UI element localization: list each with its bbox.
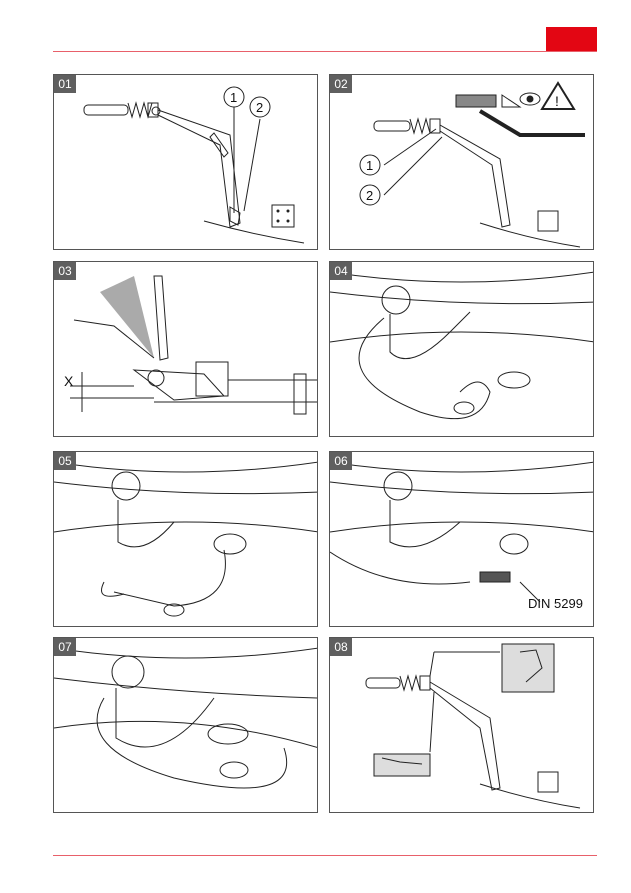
cable-loop-diagram: [330, 262, 594, 437]
tow-coupling-diagram: 1 2: [54, 75, 318, 250]
step-panel-05: 05: [53, 451, 318, 627]
callout-2: 2: [256, 100, 263, 115]
dimension-label: X: [64, 373, 74, 389]
callout-2: 2: [366, 188, 373, 203]
height-measure-diagram: X: [54, 262, 318, 437]
tool-check-diagram: [330, 638, 594, 813]
level-check-diagram: ! 1 2: [330, 75, 594, 250]
step-panel-06: DIN 5299 06: [329, 451, 594, 627]
header-rule: [53, 51, 597, 52]
step-panel-07: 07: [53, 637, 318, 813]
callout-1: 1: [230, 90, 237, 105]
step-panel-01: 1 2 01: [53, 74, 318, 250]
din-standard-label: DIN 5299: [528, 596, 583, 611]
footer-rule: [53, 855, 597, 856]
step-number: 06: [330, 452, 352, 470]
step-panel-02: ! 1 2 02: [329, 74, 594, 250]
callout-1: 1: [366, 158, 373, 173]
step-panel-03: X 03: [53, 261, 318, 437]
step-panel-08: 08: [329, 637, 594, 813]
step-number: 07: [54, 638, 76, 656]
step-number: 03: [54, 262, 76, 280]
step-number: 02: [330, 75, 352, 93]
angle-icon: [502, 95, 520, 107]
svg-text:!: !: [555, 93, 559, 109]
step-number: 08: [330, 638, 352, 656]
level-icon: [456, 95, 496, 107]
cable-loop-diagram: [54, 638, 318, 813]
step-number: 01: [54, 75, 76, 93]
step-panel-04: 04: [329, 261, 594, 437]
step-number: 04: [330, 262, 352, 280]
cable-loop-diagram: [54, 452, 318, 627]
brand-color-tab: [546, 27, 597, 51]
step-number: 05: [54, 452, 76, 470]
